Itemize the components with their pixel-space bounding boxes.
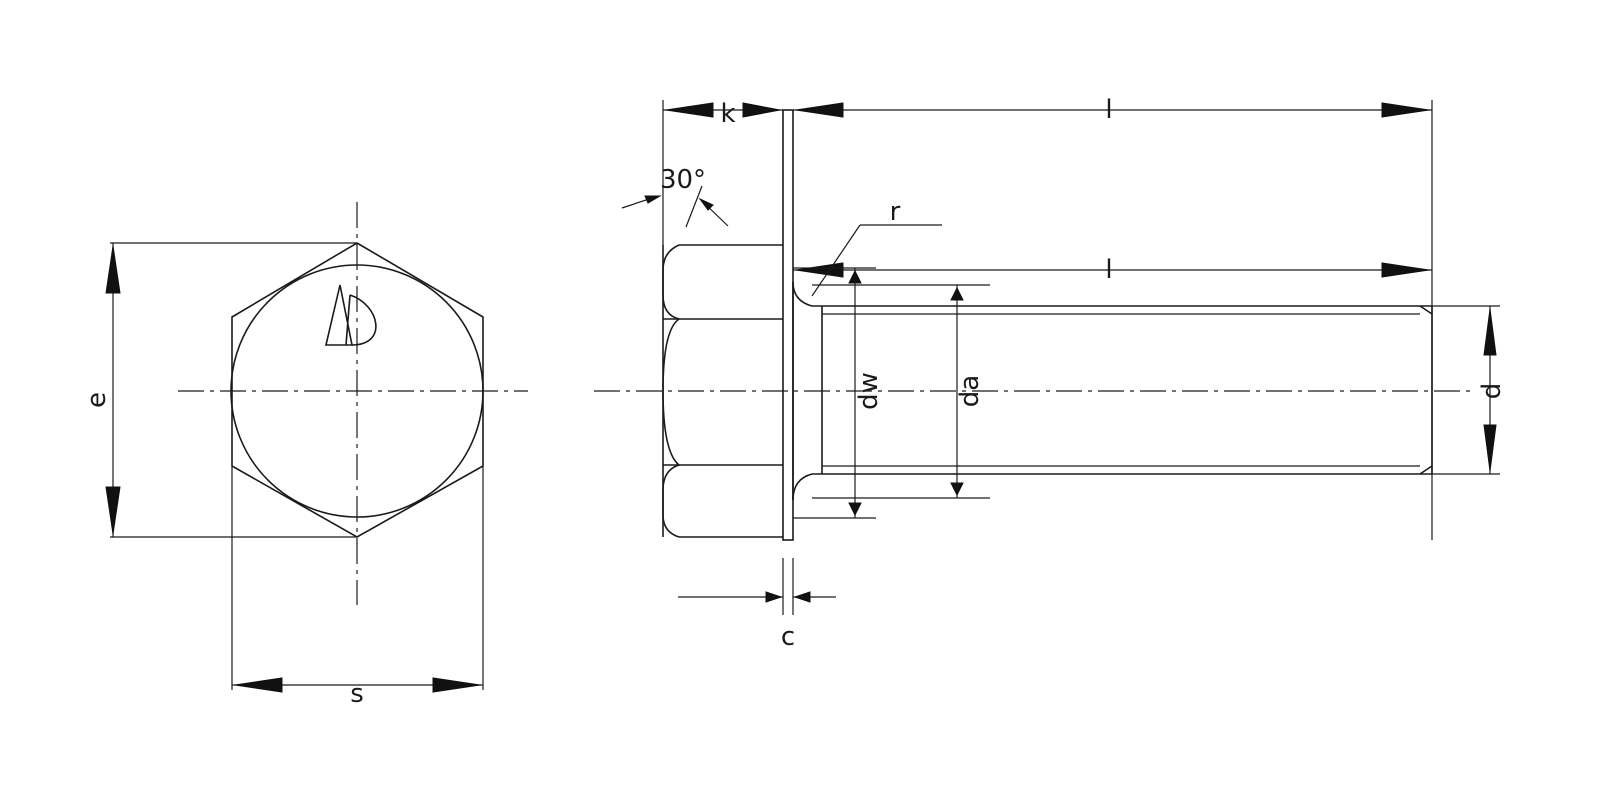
dimension-c-label: c bbox=[781, 622, 795, 652]
dimension-r: r bbox=[811, 197, 942, 297]
dimension-c: c bbox=[678, 558, 836, 652]
dimension-k-label: k bbox=[720, 99, 735, 129]
dimension-s-label: s bbox=[350, 679, 364, 709]
dimension-da: da bbox=[812, 284, 990, 499]
dimension-l-top: l bbox=[793, 95, 1433, 540]
dimension-e: e bbox=[82, 242, 357, 538]
dimension-dw: dw bbox=[793, 267, 884, 519]
dimension-da-label: da bbox=[955, 375, 985, 407]
dimension-l-mid: l bbox=[793, 255, 1432, 285]
underhead-fillet bbox=[792, 281, 813, 501]
dimension-l-mid-label: l bbox=[1105, 255, 1112, 285]
bolt-shank bbox=[812, 305, 1433, 475]
dimension-d-label: d bbox=[1477, 383, 1507, 400]
dimension-d: d bbox=[1432, 305, 1507, 475]
dimension-k: k bbox=[662, 99, 783, 245]
bolt-flange bbox=[782, 109, 794, 541]
dimension-angle: 30° bbox=[621, 165, 729, 228]
logo-mark bbox=[324, 284, 377, 346]
dimension-dw-label: dw bbox=[854, 372, 884, 410]
dimension-e-label: e bbox=[82, 392, 112, 408]
dimension-angle-label: 30° bbox=[660, 165, 706, 195]
front-view: e s bbox=[82, 202, 528, 709]
side-view: k l l 30° r bbox=[594, 95, 1507, 652]
dimension-l-top-label: l bbox=[1105, 95, 1112, 125]
dimension-s: s bbox=[231, 466, 484, 709]
bolt-head bbox=[662, 244, 783, 538]
dimension-r-label: r bbox=[890, 197, 901, 227]
